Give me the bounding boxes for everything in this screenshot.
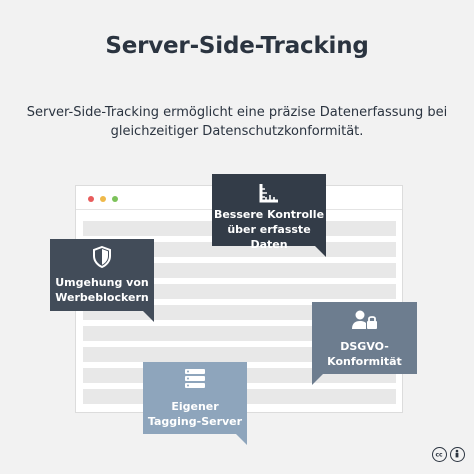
page-subtitle: Server-Side-Tracking ermöglicht eine prä… [26,105,448,139]
close-dot-icon [88,196,94,202]
by-icon [450,447,465,462]
shield-icon [93,246,111,268]
callout-server-label: Eigener Tagging-Server [147,400,243,428]
callout-dsgvo: DSGVO- Konformität [312,302,417,385]
callout-werbeblocker-label: Umgehung von Werbeblockern [55,276,149,304]
ruler-icon [259,184,278,203]
callout-kontrolle: Bessere Kontrolle über erfasste Daten [212,174,326,257]
cc-icon: cc [432,447,447,462]
callout-kontrolle-label: Bessere Kontrolle über erfasste Daten [213,208,325,251]
content-line [83,263,396,278]
svg-text:cc: cc [435,452,443,459]
callout-dsgvo-label: DSGVO- Konformität [327,340,402,368]
callout-tail [143,311,154,322]
callout-tail [236,434,247,445]
content-line [83,284,396,299]
callout-werbeblocker: Umgehung von Werbeblockern [50,239,154,322]
page-title: Server-Side-Tracking [105,33,369,59]
callout-tail [312,374,323,385]
maximize-dot-icon [112,196,118,202]
server-icon [185,369,205,388]
callout-tail [315,246,326,257]
callout-server: Eigener Tagging-Server [143,362,247,445]
minimize-dot-icon [100,196,106,202]
user-lock-icon [351,310,377,329]
